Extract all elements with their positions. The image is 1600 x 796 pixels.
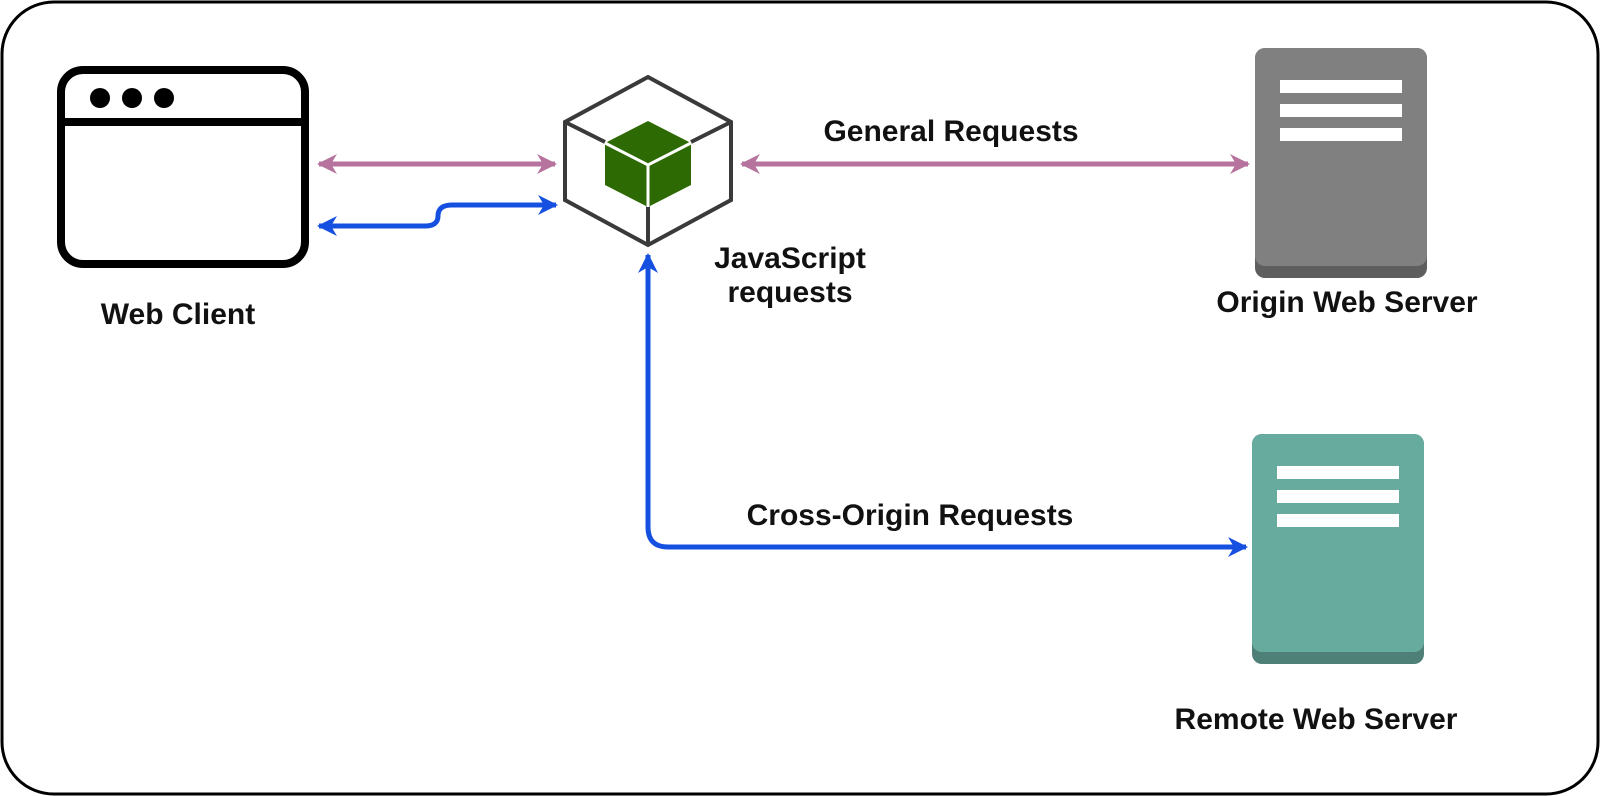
web-client-label: Web Client bbox=[100, 298, 256, 331]
origin-server-icon bbox=[1255, 48, 1427, 278]
javascript-requests-label: JavaScript requests bbox=[714, 242, 866, 309]
browser-window-icon bbox=[57, 66, 309, 268]
edge-client-js-cross-origin bbox=[317, 195, 558, 236]
origin-server-label: Origin Web Server bbox=[1216, 286, 1478, 319]
remote-server-label: Remote Web Server bbox=[1174, 703, 1458, 736]
remote-server-icon bbox=[1252, 434, 1424, 664]
general-requests-label: General Requests bbox=[823, 115, 1079, 148]
javascript-cube-icon bbox=[563, 74, 733, 248]
edge-cross-origin-requests bbox=[638, 253, 1248, 557]
cross-origin-requests-label: Cross-Origin Requests bbox=[746, 499, 1074, 532]
